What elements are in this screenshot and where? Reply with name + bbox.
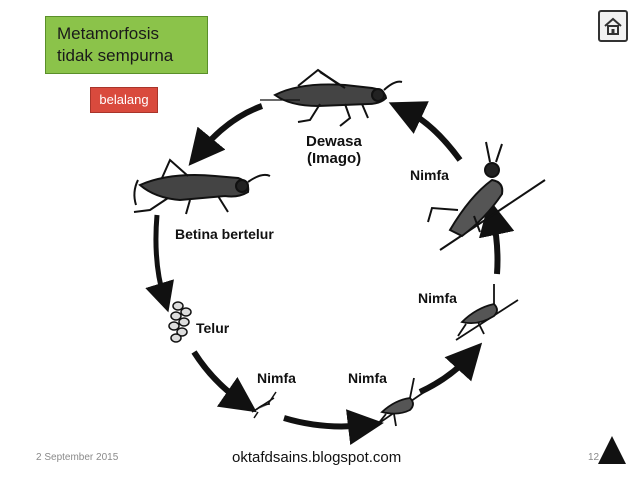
stage-label-adult: Dewasa (306, 133, 363, 150)
nymph-3-image (455, 284, 519, 341)
nymph-1-image (251, 391, 277, 419)
slide-title-line-1: Metamorfosis (57, 24, 160, 43)
stage-label-female: Betina bertelur (175, 226, 274, 242)
stage-label-adult-sub: (Imago) (307, 150, 361, 167)
footer-page-number: 12 (588, 452, 600, 463)
nymph-4-image (427, 141, 546, 251)
arrow-egg-to-nymph1 (191, 350, 257, 413)
footer-date: 2 September 2015 (36, 452, 119, 463)
stage-label-nymph-1: Nimfa (257, 370, 296, 386)
arrow-nymph2-to-nymph3 (418, 342, 483, 395)
insect-tag: belalang (90, 87, 158, 113)
next-slide-button[interactable] (596, 434, 628, 466)
arrow-female-to-egg (145, 214, 174, 313)
adult-grasshopper-image (260, 68, 403, 127)
nymph-2-image (371, 377, 431, 429)
arrow-nymph3-to-nymph4 (479, 199, 515, 275)
egg-cluster-image (168, 301, 192, 343)
stage-label-nymph-4: Nimfa (410, 167, 449, 183)
stage-label-nymph-3: Nimfa (418, 290, 457, 306)
arrow-nymph1-to-nymph2 (283, 409, 384, 445)
slide-title: Metamorfosis tidak sempurna (45, 16, 208, 74)
slide-title-line-2: tidak sempurna (57, 46, 174, 65)
female-grasshopper-image (133, 158, 271, 215)
stage-label-nymph-2: Nimfa (348, 370, 387, 386)
arrow-nymph4-to-adult (388, 101, 463, 162)
triangle-up-icon (598, 436, 626, 464)
home-icon (604, 17, 622, 35)
arrow-adult-to-female (188, 103, 264, 166)
footer-site: oktafdsains.blogspot.com (232, 449, 402, 466)
home-button[interactable] (598, 10, 628, 42)
stage-label-egg: Telur (196, 320, 230, 336)
